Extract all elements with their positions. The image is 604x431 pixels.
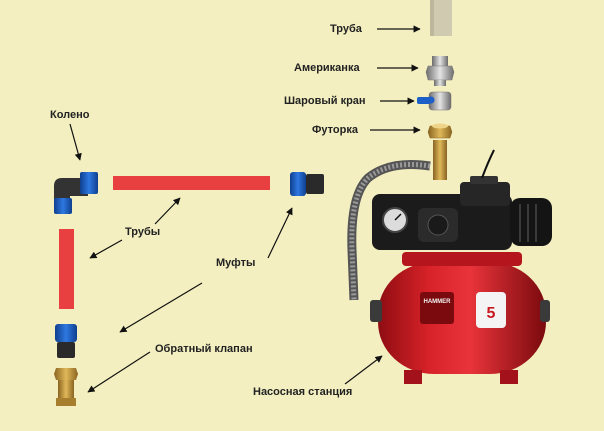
check-valve: [54, 368, 78, 406]
tank-badge-number: 5: [487, 305, 496, 322]
arrow-check-valve: [87, 351, 151, 393]
tank-brand-label: HAMMER: [424, 299, 452, 305]
arrow-pump-station: [344, 355, 383, 385]
coupling-left: [55, 324, 77, 358]
arrow-elbow: [69, 123, 82, 161]
arrow-pipes-vertical: [89, 239, 123, 259]
label-union: Американка: [294, 62, 360, 74]
label-pump-station: Насосная станция: [253, 386, 353, 398]
top-pipe: [430, 0, 452, 36]
vertical-pipe: [59, 229, 74, 309]
elbow-fitting: [54, 172, 98, 214]
arrow-coupling-left: [119, 282, 203, 333]
label-ball-valve: Шаровый кран: [284, 95, 366, 107]
ball-valve: [417, 91, 452, 111]
label-check-valve: Обратный клапан: [155, 343, 253, 355]
label-elbow: Колено: [50, 109, 90, 121]
arrow-pipes-horizontal: [154, 197, 181, 225]
horizontal-pipe: [113, 176, 270, 190]
label-bushing: Футорка: [312, 124, 358, 136]
label-pipes: Трубы: [125, 226, 161, 238]
label-pipe-top: Труба: [330, 23, 362, 35]
coupling-right: [290, 172, 324, 196]
label-couplings: Муфты: [216, 257, 256, 269]
pump-station: [347, 140, 552, 384]
union-fitting: [425, 56, 455, 86]
bushing: [427, 123, 453, 139]
arrow-coupling-right: [267, 207, 293, 259]
